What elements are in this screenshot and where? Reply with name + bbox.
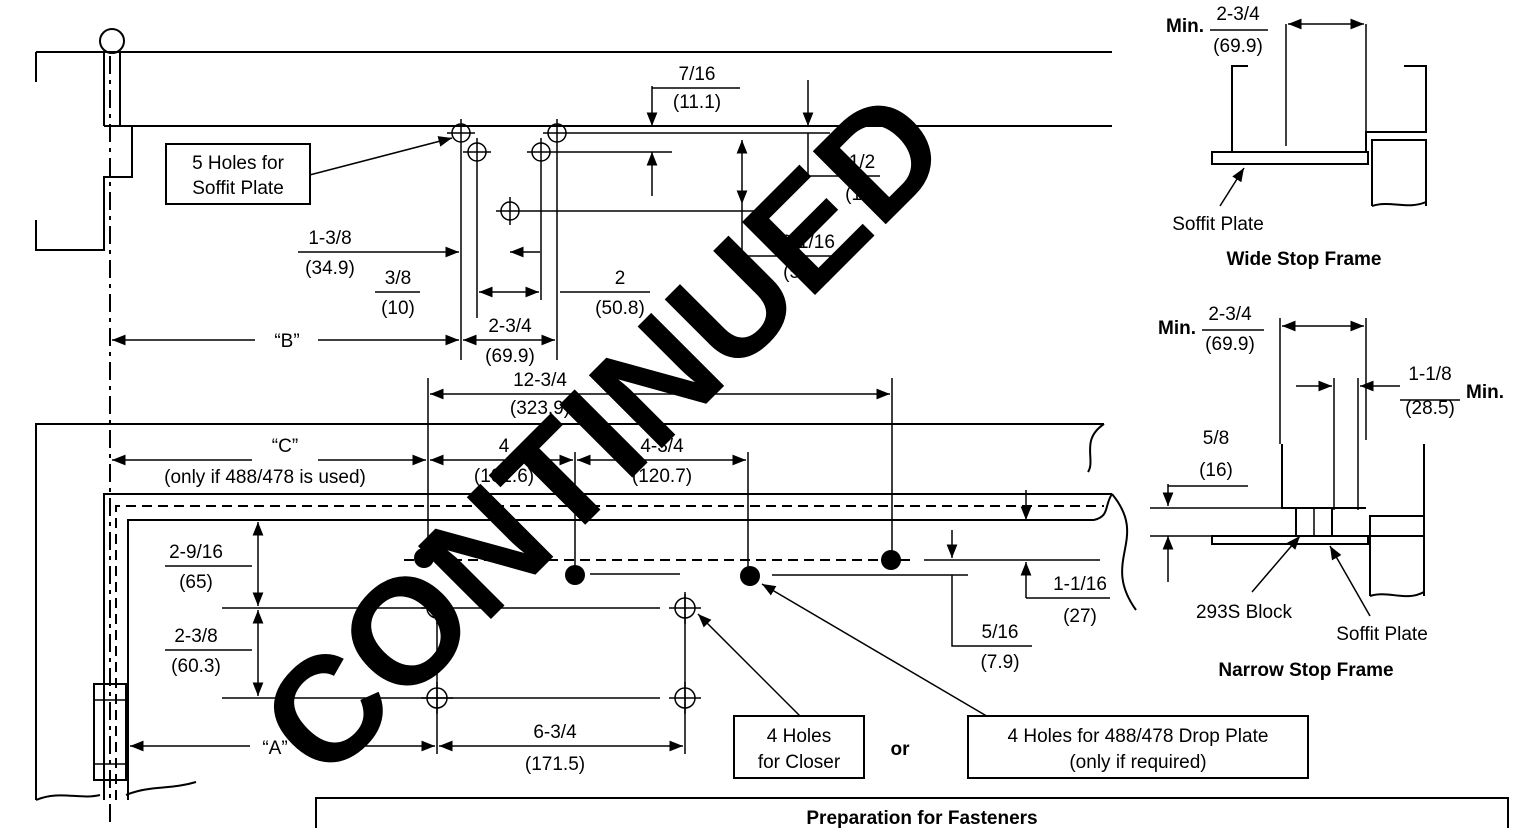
dim-1-3-8: 1-3/8 (308, 228, 351, 249)
dim-4: 4 (499, 436, 510, 457)
soffit-holes-label-1: 5 Holes for (192, 153, 285, 174)
dim-3-8: 3/8 (385, 268, 411, 289)
dim-a: “A” (262, 738, 287, 759)
door-face-line (127, 519, 1094, 800)
narrow-stop-5-8: 5/8 (1203, 428, 1229, 449)
fasteners-table-header (315, 797, 1509, 828)
dim-12-3-4: 12-3/4 (513, 370, 567, 391)
fasteners-table-title: Preparation for Fasteners (806, 808, 1037, 828)
dim-c-note: (only if 488/478 is used) (164, 467, 366, 488)
crosshair-hole-icon (543, 119, 571, 147)
dim-2-3-4-mm: (69.9) (485, 346, 535, 367)
crosshair-hole-icon (669, 592, 701, 624)
lower-door-view (35, 378, 1509, 828)
continued-watermark: CONTINUED (229, 59, 978, 808)
dim-7-16-mm: (11.1) (673, 92, 721, 113)
hinge-knuckle (93, 683, 127, 781)
dim-2-9-16-mm: (65) (179, 572, 213, 593)
narrow-stop-frame-detail (1150, 318, 1460, 617)
soffit-hole-markers (447, 119, 571, 225)
dim-2-3-8: 2-3/8 (174, 626, 217, 647)
drop-plate-callout (967, 715, 1309, 779)
dim-1-2-mm: (13) (845, 184, 879, 205)
narrow-stop-1-1-8: 1-1/8 (1408, 364, 1451, 385)
wide-stop-dim-mm: (69.9) (1213, 36, 1263, 57)
dim-12-3-4-mm: (323.9) (510, 398, 570, 419)
dim-1-1-16-mm: (27) (1063, 606, 1097, 627)
crosshair-hole-icon (496, 197, 524, 225)
wide-stop-dim: 2-3/4 (1216, 4, 1260, 25)
dim-2-3-8-mm: (60.3) (171, 656, 221, 677)
dim-b: “B” (274, 331, 299, 352)
filled-hole-icon (881, 550, 901, 570)
narrow-stop-soffit-label: Soffit Plate (1336, 624, 1428, 645)
narrow-stop-title: Narrow Stop Frame (1218, 660, 1393, 681)
crosshair-hole-icon (421, 682, 453, 714)
dim-1-2: 1/2 (849, 152, 875, 173)
closer-holes-label-1: 4 Holes (767, 726, 831, 747)
dim-4-mm: (101.6) (474, 466, 534, 487)
wide-stop-soffit-label: Soffit Plate (1172, 214, 1264, 235)
dim-2-1-16: 2-1/16 (781, 232, 835, 253)
dim-1-3-8-mm: (34.9) (305, 258, 355, 279)
narrow-stop-block-label: 293S Block (1196, 602, 1293, 623)
drop-plate-leader (761, 583, 991, 719)
crosshair-hole-icon (669, 682, 701, 714)
crosshair-hole-icon (527, 138, 555, 166)
drop-plate-label-2: (only if required) (1069, 752, 1206, 773)
wide-stop-min: Min. (1166, 16, 1204, 37)
dim-5-16: 5/16 (982, 622, 1019, 643)
dim-6-3-4-mm: (171.5) (525, 754, 585, 775)
dim-3-8-mm: (10) (381, 298, 415, 319)
closer-holes-leader (697, 613, 801, 717)
crosshair-hole-icon (463, 138, 491, 166)
narrow-stop-1-1-8-mm: (28.5) (1405, 398, 1455, 419)
dim-c: “C” (272, 436, 298, 457)
dim-7-16: 7/16 (679, 64, 716, 85)
narrow-stop-min: Min. (1158, 318, 1196, 339)
soffit-holes-callout (165, 143, 311, 205)
wide-stop-frame-detail (1210, 18, 1427, 207)
closer-hole-markers (421, 592, 701, 714)
dim-2: 2 (615, 268, 626, 289)
wide-stop-title: Wide Stop Frame (1226, 249, 1381, 270)
dim-4-3-4-mm: (120.7) (632, 466, 692, 487)
dim-2-9-16: 2-9/16 (169, 542, 223, 563)
door-top-edge (103, 493, 1112, 800)
dim-2-3-4: 2-3/4 (488, 316, 532, 337)
closer-holes-callout (733, 715, 865, 779)
narrow-stop-5-8-mm: (16) (1199, 460, 1233, 481)
hinge-leaf (103, 52, 121, 126)
crosshair-hole-icon (447, 119, 475, 147)
door-hidden-line (115, 505, 1104, 800)
frame-top-line (35, 51, 1112, 82)
drop-plate-label-1: 4 Holes for 488/478 Drop Plate (1008, 726, 1269, 747)
frame-jamb-profile (35, 125, 133, 251)
filled-hole-icon (740, 566, 760, 586)
upper-frame-view (35, 28, 1112, 828)
closer-holes-label-2: for Closer (758, 752, 841, 773)
dim-2-mm: (50.8) (595, 298, 645, 319)
soffit-holes-label-2: Soffit Plate (192, 178, 284, 199)
soffit-plate-wide (1211, 151, 1369, 165)
frame-head-outline (35, 423, 1104, 800)
narrow-stop-min-right: Min. (1466, 382, 1504, 403)
narrow-stop-dim: 2-3/4 (1208, 304, 1252, 325)
soffit-plate-narrow (1211, 535, 1369, 545)
filled-hole-icon (565, 565, 585, 585)
or-label: or (891, 739, 911, 760)
filled-hole-icon (414, 548, 434, 568)
dim-5-16-mm: (7.9) (980, 652, 1019, 673)
dim-6-3-4: 6-3/4 (533, 722, 577, 743)
dim-1-1-16: 1-1/16 (1053, 574, 1107, 595)
hinge-pin-icon (99, 28, 125, 54)
crosshair-hole-icon (421, 592, 453, 624)
soffit-holes-leader (297, 136, 453, 179)
narrow-stop-dim-mm: (69.9) (1205, 334, 1255, 355)
dim-4-3-4: 4-3/4 (640, 436, 684, 457)
dim-2-1-16-mm: (52.4) (783, 262, 833, 283)
drop-plate-hole-markers (414, 548, 901, 586)
